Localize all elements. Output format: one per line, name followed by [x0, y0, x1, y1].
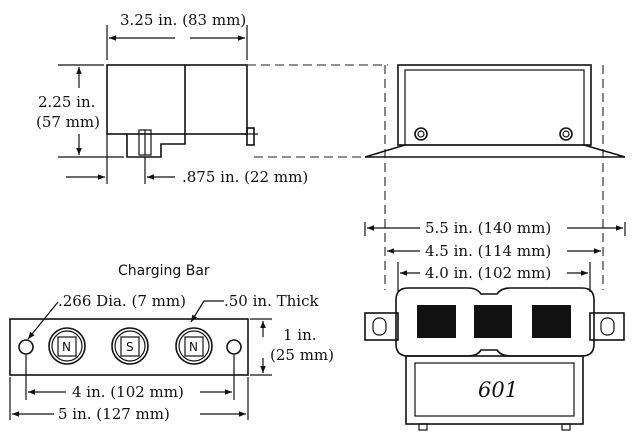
front-view-tab-right — [589, 312, 625, 341]
front-view-label-plate — [414, 362, 575, 417]
front-view-foot-right — [561, 423, 571, 431]
charging-bar-pole-3-ring — [178, 330, 210, 362]
width-dimension-label: 3.25 in. (83 mm) — [120, 11, 246, 29]
middle-dimension-label: 4.5 in. (114 mm) — [425, 242, 551, 260]
front-view-magnet-1 — [417, 305, 456, 338]
end-view-inner — [404, 69, 585, 146]
charging-bar-pole-2-square — [120, 336, 140, 357]
side-view-bracket — [126, 134, 186, 158]
end-view-flange — [364, 144, 626, 158]
height-dimension-mm: (57 mm) — [36, 113, 100, 131]
charging-bar-pole-3 — [175, 327, 213, 365]
hole-spacing-label: 4 in. (102 mm) — [72, 383, 184, 401]
inner-dimension-label: 4.0 in. (102 mm) — [425, 264, 551, 282]
charging-bar-hole-right — [226, 339, 242, 355]
model-number: 601 — [478, 378, 518, 402]
front-view-magnet-2 — [474, 305, 512, 338]
charging-bar-pole-1-square — [57, 336, 77, 357]
front-view-tab-right-slot — [600, 317, 615, 336]
front-view-magnet-3 — [532, 305, 571, 338]
end-view — [364, 64, 626, 158]
side-view-body — [106, 64, 248, 135]
overall-dimension-label: 5.5 in. (140 mm) — [425, 219, 551, 237]
side-view: 3.25 in. (83 mm) 2.25 in. (57 mm) .875 i… — [36, 11, 308, 186]
thickness-leader — [190, 300, 224, 323]
side-view-clamp — [246, 127, 255, 146]
end-view-bolt-left-inner — [417, 130, 425, 138]
charging-bar-pole-2-label: S — [126, 340, 134, 354]
end-view-bolt-right — [559, 127, 573, 141]
hole-diameter-label: .266 Dia. (7 mm) — [58, 292, 186, 310]
charging-bar-pole-1-ring — [51, 330, 83, 362]
charging-bar-pole-3-square — [184, 336, 204, 357]
charging-bar-pole-1-label: N — [62, 340, 71, 354]
charging-bar-pole-3-label: N — [189, 340, 198, 354]
bar-length-label: 5 in. (127 mm) — [58, 405, 170, 423]
front-view-tab-left — [364, 312, 399, 341]
charging-bar-pole-2-ring — [114, 330, 146, 362]
front-view: 5.5 in. (140 mm) 4.5 in. (114 mm) 4.0 in… — [364, 219, 626, 431]
end-view-bolt-left — [414, 127, 428, 141]
end-view-bolt-right-inner — [562, 130, 570, 138]
charging-bar-pole-2 — [111, 327, 149, 365]
front-view-foot-left — [418, 423, 428, 431]
charging-bar-body — [9, 318, 249, 376]
charging-bar: Charging Bar N S N .266 Dia. (7 mm) .50 … — [9, 263, 334, 423]
bar-height-mm: (25 mm) — [270, 346, 334, 364]
height-dimension-inches: 2.25 in. — [38, 93, 95, 111]
charging-bar-pole-1 — [48, 327, 86, 365]
charging-bar-title: Charging Bar — [118, 263, 210, 279]
thickness-label: .50 in. Thick — [224, 292, 319, 310]
bar-height-inches: 1 in. — [283, 326, 317, 344]
front-view-lower-housing — [405, 355, 584, 425]
front-view-tab-left-slot — [372, 317, 387, 336]
offset-dimension-label: .875 in. (22 mm) — [182, 168, 308, 186]
charging-bar-hole-left — [18, 339, 34, 355]
hole-leader — [27, 301, 59, 340]
